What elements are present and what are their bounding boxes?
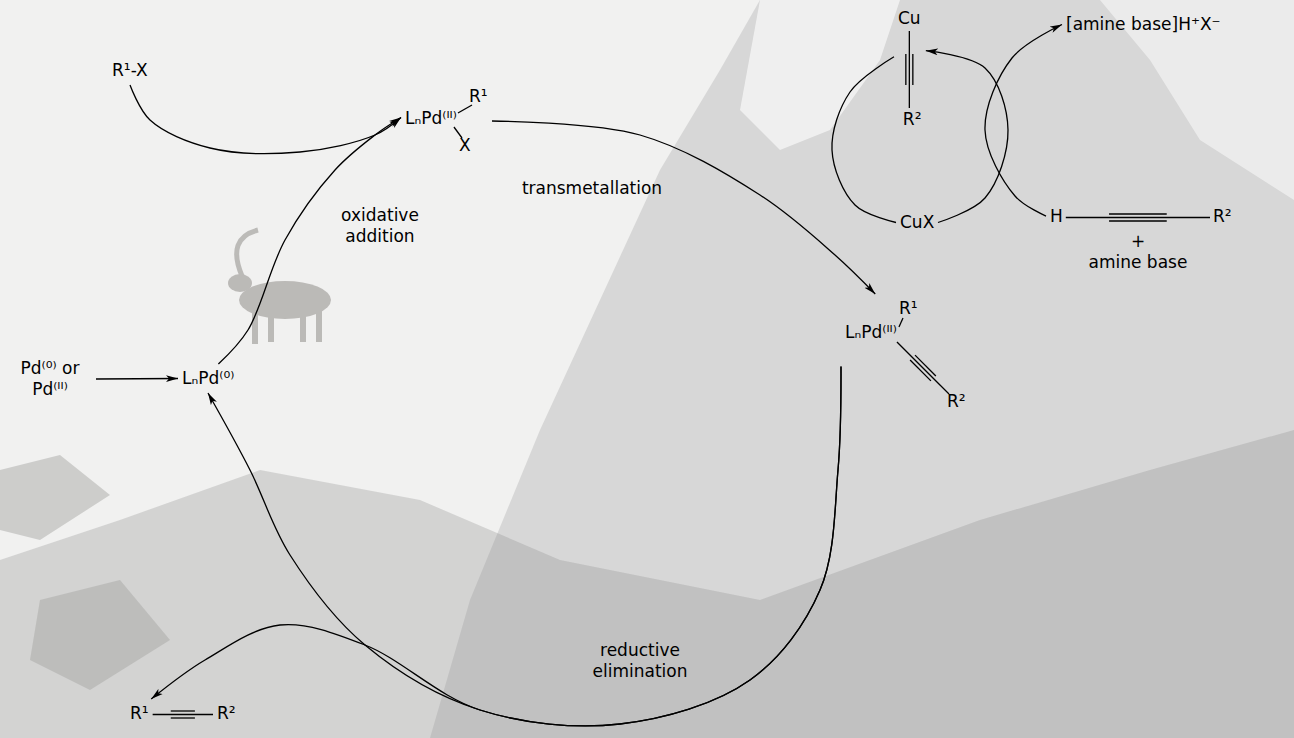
species-label: Pd⁽⁰⁾ or Pd⁽ᴵᴵ⁾ [8, 358, 92, 400]
rock [0, 455, 110, 540]
single-bond [458, 105, 472, 113]
rock [30, 580, 170, 690]
bond-line [153, 714, 213, 715]
reaction-arrow [926, 51, 1008, 223]
formula-text: LₙPd⁽⁰⁾ [182, 368, 234, 389]
triple-bond [897, 342, 949, 394]
formula-text: R¹ [899, 298, 918, 319]
formula-text: Cu [898, 8, 921, 29]
species-label: CuR² [898, 8, 922, 130]
reaction-arrow [208, 366, 841, 726]
snow-patch [740, 0, 900, 150]
bond-line [899, 318, 903, 327]
step-label: transmetallation [502, 178, 682, 199]
triple-bond [1066, 214, 1210, 221]
formula-text: R² [1213, 206, 1232, 227]
formula-text: X [459, 135, 471, 156]
formula-text: LₙPd⁽ᴵᴵ⁾ [845, 322, 897, 343]
formula-text: + [1131, 231, 1145, 252]
reaction-arrow [492, 121, 875, 294]
ibex-silhouette [228, 230, 331, 344]
formula-text: [amine base]H⁺X⁻ [1066, 14, 1221, 35]
bond-line [1109, 213, 1167, 214]
formula-text: R² [947, 391, 966, 412]
triple-bond [906, 31, 913, 108]
triple-bond [153, 711, 213, 718]
formula-text: LₙPd⁽ᴵᴵ⁾ [405, 108, 457, 129]
species-label: H R² +amine base [1050, 206, 1232, 273]
reaction-arrow [832, 57, 896, 223]
formula-text: amine base [1089, 252, 1188, 273]
bond-line [1109, 220, 1167, 221]
formula-text: R² [903, 109, 922, 130]
bond-line [1066, 217, 1210, 218]
bond-line [912, 54, 913, 85]
step-label: reductive elimination [582, 640, 698, 682]
bond-line [905, 54, 906, 85]
bond-line [171, 710, 195, 711]
bond-line [897, 342, 949, 394]
formula-text: CuX [900, 212, 934, 233]
single-bond [899, 318, 903, 327]
species-label: [amine base]H⁺X⁻ [1066, 14, 1221, 35]
ibex-horn [237, 230, 258, 276]
species-label: R¹LₙPd⁽ᴵᴵ⁾ R² [845, 298, 966, 412]
species-label: CuX [900, 212, 934, 233]
ibex-leg [316, 310, 322, 342]
bond-line [909, 31, 910, 108]
bond-line [910, 360, 931, 381]
species-label: R¹ R² [130, 703, 236, 724]
formula-text: R¹ [469, 86, 488, 107]
ibex-leg [268, 312, 274, 342]
formula-text: R¹ [130, 703, 149, 724]
species-label: R¹ LₙPd⁽ᴵᴵ⁾X [405, 86, 488, 156]
formula-text: H [1050, 206, 1063, 227]
bond-line [915, 355, 936, 376]
bond-line [171, 717, 195, 718]
formula-text: Pd⁽⁰⁾ or Pd⁽ᴵᴵ⁾ [8, 358, 92, 400]
reaction-arrow [96, 378, 178, 380]
slope [0, 430, 1294, 738]
formula-text: R¹-X [112, 60, 148, 81]
ibex-leg [300, 312, 306, 342]
formula-text: R² [217, 703, 236, 724]
reaction-arrow [130, 85, 401, 154]
bond-line [458, 105, 472, 113]
reaction-arrow [151, 366, 841, 726]
reaction-arrow [985, 25, 1062, 217]
step-label: oxidative addition [322, 205, 438, 247]
species-label: R¹-X [112, 60, 148, 81]
species-label: LₙPd⁽⁰⁾ [182, 368, 234, 389]
